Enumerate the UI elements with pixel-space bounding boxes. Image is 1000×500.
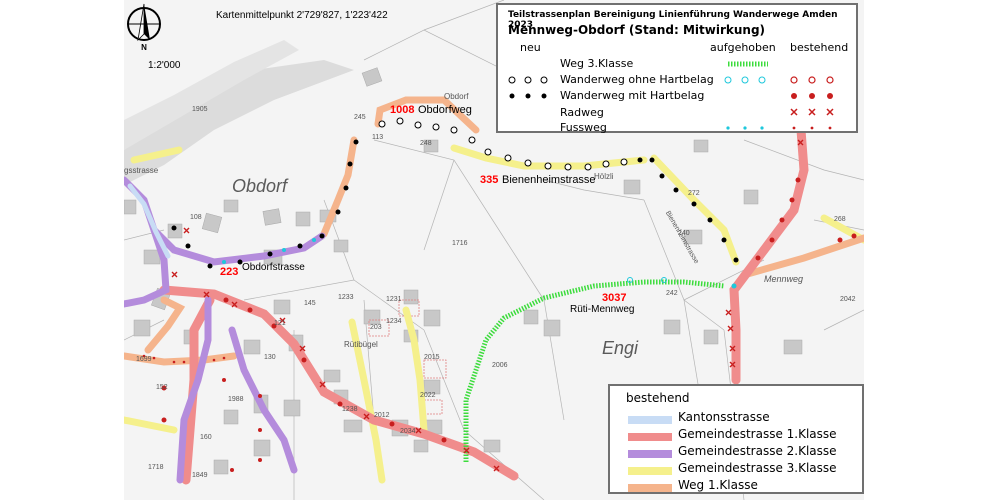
street-3037-number: 3037 [602, 292, 627, 304]
parcel-268: 268 [834, 216, 846, 223]
parcel-145: 145 [304, 300, 316, 307]
legend-col-removed: aufgehoben [710, 41, 776, 54]
parcel-2022: 2022 [420, 392, 436, 399]
legend-markers: Teilstrassenplan Bereinigung Linienführu… [496, 3, 858, 134]
parcel-1988: 1988 [228, 396, 244, 403]
parcel-1234: 1234 [386, 318, 402, 325]
parcel-2042: 2042 [840, 296, 856, 303]
map-drawing [124, 0, 864, 500]
parcel-1849: 1849 [192, 472, 208, 479]
parcel-272: 272 [688, 190, 700, 197]
north-arrow-icon: N [127, 3, 161, 52]
parcel-2034: 2034 [400, 428, 416, 435]
place-ruetibuegel: Rütibügel [344, 340, 378, 349]
markers-new-open [378, 117, 628, 171]
swatch-gemeinde-1 [628, 433, 672, 441]
parcel-108: 108 [190, 214, 202, 221]
parcel-160: 160 [200, 434, 212, 441]
legend-bottom-title: bestehend [626, 391, 690, 405]
parcel-1716: 1716 [452, 240, 468, 247]
parcel-2012: 2012 [374, 412, 390, 419]
map-scale: 1:2'000 [148, 60, 181, 71]
legend-gemeinde-2: Gemeindestrasse 2.Klasse [678, 444, 837, 458]
legend-row-ohne-hartbelag: Wanderweg ohne Hartbelag [560, 73, 714, 86]
legend-title: Teilstrassenplan Bereinigung Linienführu… [508, 10, 838, 30]
legend-kantonsstrasse: Kantonsstrasse [678, 410, 770, 424]
parcel-240: 240 [678, 230, 690, 237]
legend-symbols [508, 61, 834, 130]
swatch-weg-1 [628, 484, 672, 492]
place-mennweg: Mennweg [764, 274, 804, 284]
weg-3-new [463, 279, 725, 462]
street-1008-name: Obdorfweg [418, 104, 472, 116]
street-fragment: gsstrasse [124, 166, 159, 175]
parcel-130: 130 [264, 354, 276, 361]
parcel-203: 203 [370, 324, 382, 331]
legend-row-weg3: Weg 3.Klasse [560, 57, 634, 70]
legend-col-existing: bestehend [790, 41, 849, 54]
legend-weg-1: Weg 1.Klasse [678, 478, 758, 492]
parcel-121: 121 [274, 320, 286, 327]
legend-road-classes: bestehend Kantonsstrasse Gemeindestrasse… [608, 384, 864, 494]
legend-subtitle: Mennweg-Obdorf (Stand: Mitwirkung) [508, 23, 766, 37]
markers-existing [161, 177, 857, 472]
map-center-coordinates: Kartenmittelpunkt 2'729'827, 1'223'422 [216, 10, 388, 21]
markers-radweg [171, 139, 804, 472]
parcel-113: 113 [372, 134, 384, 141]
markers-fussweg [142, 354, 226, 364]
roads-kantonsstrasse [127, 183, 171, 259]
markers-new-filled [171, 139, 739, 269]
parcel-248: 248 [420, 140, 432, 147]
parcel-245: 245 [354, 114, 366, 121]
street-1008-number: 1008 [390, 104, 415, 116]
svg-text:N: N [141, 43, 147, 52]
street-223-name: Obdorfstrasse [242, 262, 305, 273]
swatch-gemeinde-3 [628, 467, 672, 475]
roads-gemeinde-1 [159, 125, 809, 485]
place-hoelzli: Hölzli [594, 172, 614, 181]
street-335-name: Bienenheimstrasse [502, 174, 596, 186]
legend-row-fussweg: Fussweg [560, 121, 607, 134]
swatch-kantonsstrasse [628, 416, 672, 424]
parcel-1233: 1233 [338, 294, 354, 301]
parcel-1699: 1699 [136, 356, 152, 363]
place-obdorf: Obdorf [232, 176, 288, 196]
place-engi: Engi [602, 338, 639, 358]
street-223-number: 223 [220, 266, 239, 278]
parcel-152: 152 [156, 384, 168, 391]
swatch-gemeinde-2 [628, 450, 672, 458]
roads-weg-1 [124, 96, 864, 366]
parcel-1905: 1905 [192, 106, 208, 113]
place-obdorf-small: Obdorf [444, 92, 469, 101]
parcel-2006: 2006 [492, 362, 508, 369]
legend-gemeinde-1: Gemeindestrasse 1.Klasse [678, 427, 837, 441]
markers-removed [222, 238, 737, 289]
legend-col-new: neu [520, 41, 541, 54]
parcel-2015: 2015 [424, 354, 440, 361]
parcel-1238: 1238 [342, 406, 358, 413]
markers-removed-open [627, 277, 667, 283]
parcel-1718: 1718 [148, 464, 164, 471]
parcel-242: 242 [666, 290, 678, 297]
terrain-strip-2 [124, 40, 299, 150]
street-335-number: 335 [480, 174, 499, 186]
roads-gemeinde-3 [124, 144, 864, 484]
legend-gemeinde-3: Gemeindestrasse 3.Klasse [678, 461, 837, 475]
terrain-strip [124, 60, 354, 185]
legend-row-radweg: Radweg [560, 106, 604, 119]
parcel-1231: 1231 [386, 296, 402, 303]
legend-row-mit-hartbelag: Wanderweg mit Hartbelag [560, 89, 705, 102]
street-3037-name: Rüti-Mennweg [570, 304, 635, 315]
